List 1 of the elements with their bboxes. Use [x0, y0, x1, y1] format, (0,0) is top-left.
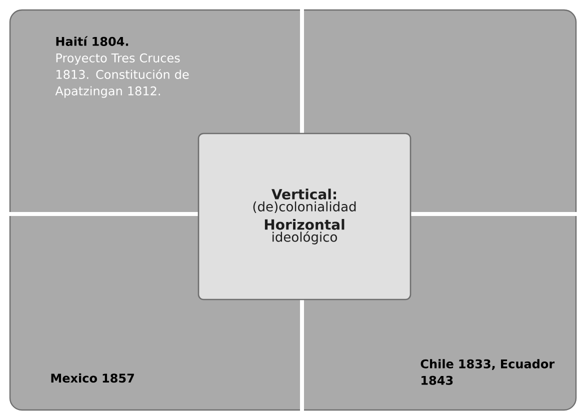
- centre-box: Vertical: (de)colonialidad Horizontal ideológico: [198, 132, 412, 300]
